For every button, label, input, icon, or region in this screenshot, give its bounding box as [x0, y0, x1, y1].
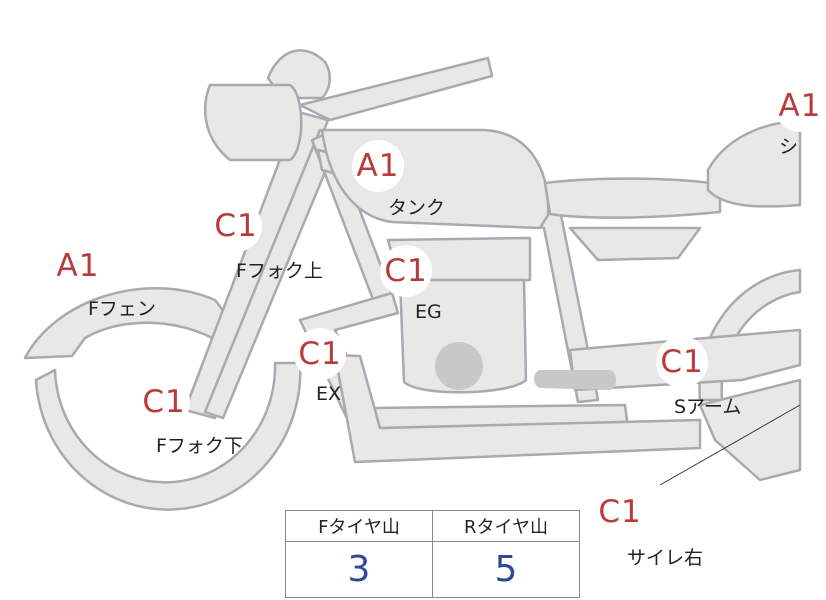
part-label: タンク — [388, 197, 446, 219]
exhaust-lower — [333, 353, 702, 464]
front-tire-header: Fタイヤ山 — [285, 510, 433, 542]
part-label: EG — [415, 301, 442, 323]
part-label: Fフォク上 — [236, 260, 323, 282]
fork-front — [183, 110, 330, 420]
grade-badge: A1 — [52, 240, 104, 292]
grade-badge: C1 — [380, 245, 432, 297]
muffler-shape — [698, 378, 802, 482]
tire-tread-table: Fタイヤ山 Rタイヤ山 3 5 — [285, 510, 580, 598]
grade-badge: C1 — [656, 336, 708, 388]
motorcycle-diagram: A1 タンク C1 Fフォク上 A1 Fフェン C1 EG C1 EX C1 F… — [23, 49, 821, 598]
grade-badge: C1 — [294, 328, 346, 380]
grade-badge: A1 — [774, 80, 826, 132]
grade-badge: C1 — [138, 376, 190, 428]
grade-badge: C1 — [594, 486, 646, 538]
grade-badge: A1 — [352, 140, 404, 192]
handlebar — [298, 56, 494, 122]
rear-tire-value: 5 — [432, 541, 580, 598]
tire-table-value-row: 3 5 — [285, 541, 580, 598]
front-tire-value: 3 — [285, 541, 433, 598]
rear-tire — [698, 268, 802, 402]
leader-line — [659, 404, 801, 486]
rear-cowl — [706, 120, 802, 208]
part-label: EX — [316, 383, 342, 405]
grade-badge: C1 — [210, 200, 262, 252]
motorcycle-outline-drawing — [23, 49, 802, 511]
rear-peg — [534, 370, 616, 390]
tire-table-header-row: Fタイヤ山 Rタイヤ山 — [285, 510, 580, 542]
part-label: サイレ右 — [627, 547, 704, 569]
engine-cover — [435, 342, 483, 390]
part-label: シ — [779, 136, 799, 158]
side-cover — [568, 226, 702, 262]
part-label: Sアーム — [674, 396, 742, 418]
part-label: Fフォク下 — [156, 435, 243, 457]
part-label: Fフェン — [88, 298, 156, 320]
engine-case — [398, 278, 528, 394]
head-number-plate — [203, 83, 303, 162]
rear-tire-header: Rタイヤ山 — [432, 510, 580, 542]
seat-shape — [543, 177, 722, 219]
